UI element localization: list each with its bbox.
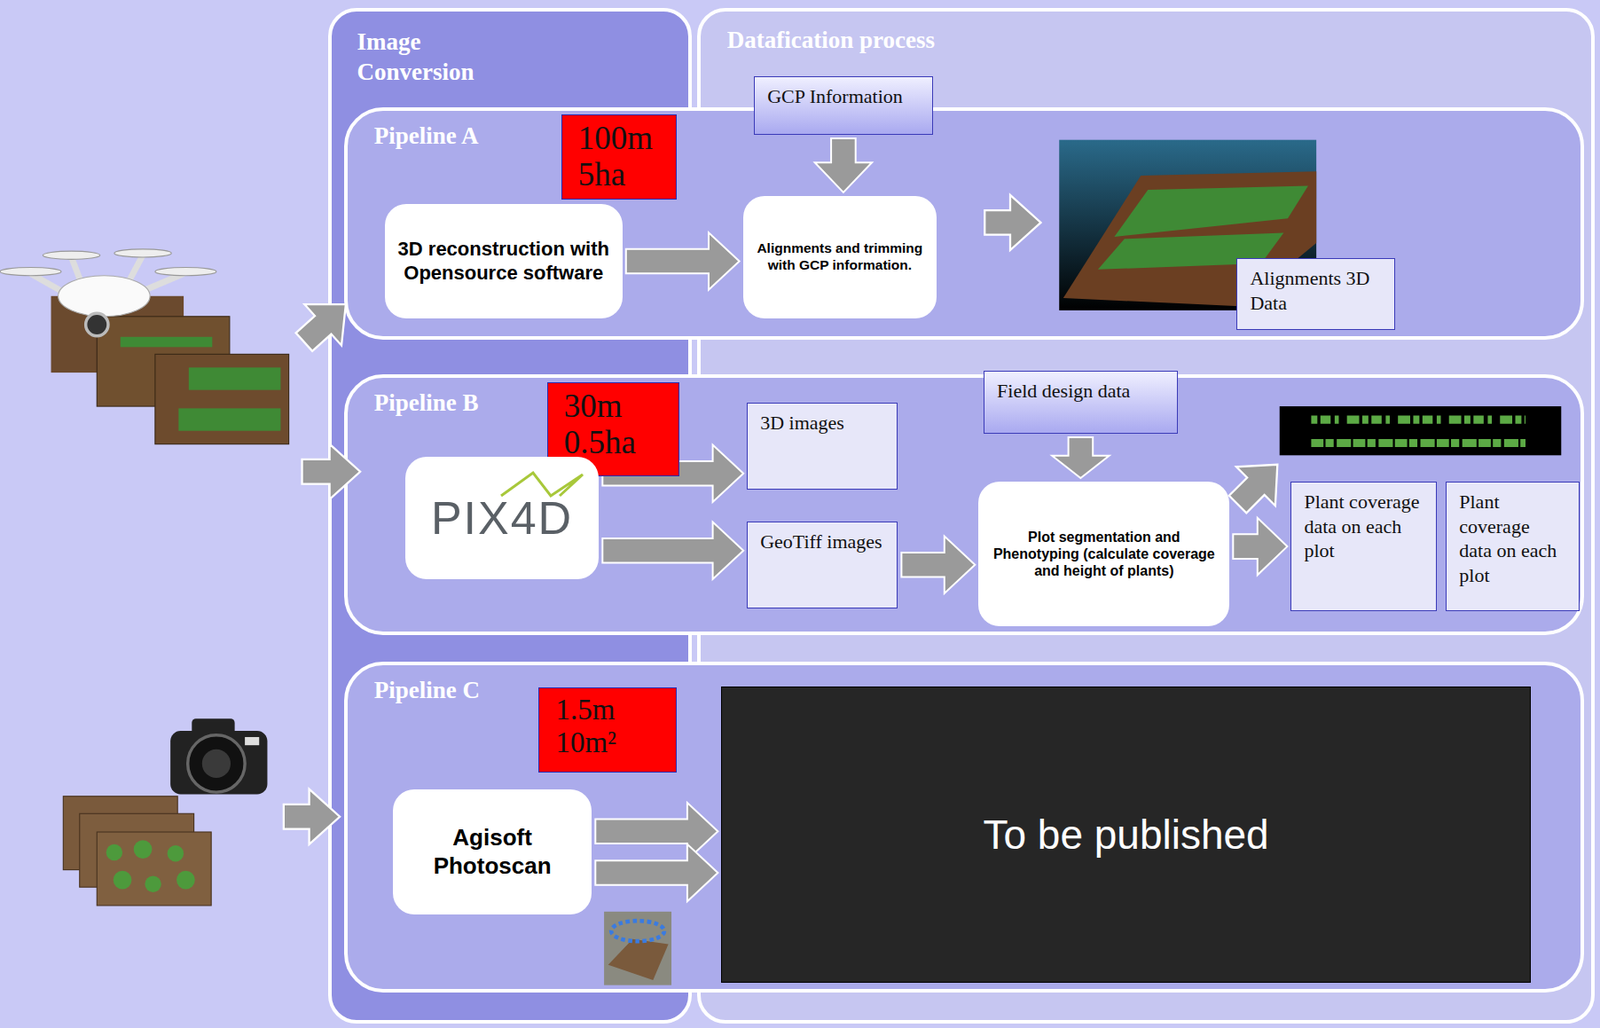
block-arrow bbox=[815, 138, 872, 193]
section-title: Image Conversion bbox=[331, 11, 474, 88]
flow-arrows bbox=[283, 195, 1297, 845]
image-frame bbox=[1279, 406, 1562, 455]
logo-mark bbox=[501, 472, 583, 496]
box-text: Field design data bbox=[996, 379, 1130, 402]
drone-arm bbox=[31, 273, 63, 291]
block-arrow bbox=[302, 444, 361, 500]
data-note: Field design data bbox=[983, 370, 1178, 434]
camera-flash bbox=[244, 737, 259, 746]
section-title: Datafication process bbox=[700, 11, 1592, 56]
box-text: PIX4D bbox=[431, 490, 573, 546]
photo bbox=[155, 353, 290, 444]
drone-arm bbox=[142, 273, 184, 291]
process-box: Agisoft Photoscan bbox=[392, 789, 592, 914]
drone bbox=[0, 249, 217, 337]
box-text: Plant coverage data on each plot bbox=[1458, 490, 1557, 587]
block-arrow bbox=[602, 445, 744, 502]
block-arrow bbox=[1218, 445, 1298, 525]
crop-row bbox=[188, 367, 282, 390]
drone-body bbox=[58, 275, 151, 317]
drone-photos bbox=[51, 296, 290, 445]
box-text: 3D reconstruction with Opensource softwa… bbox=[395, 237, 612, 285]
photoscan-thumbnail bbox=[603, 911, 672, 986]
block-arrow bbox=[901, 536, 975, 594]
block-arrow bbox=[595, 802, 718, 861]
block-arrow bbox=[626, 232, 740, 290]
box-text: Plot segmentation and Phenotyping (calcu… bbox=[988, 528, 1219, 581]
plant bbox=[106, 844, 123, 861]
box-text: Alignments and trimming with GCP informa… bbox=[753, 240, 927, 274]
plant bbox=[176, 870, 196, 890]
block-arrow bbox=[595, 844, 718, 902]
data-note: Plant coverage data on each plot bbox=[1290, 481, 1437, 612]
pipeline-band: Pipeline A100m 5ha 3D reconstruction with… bbox=[344, 107, 1585, 340]
data-note: 3D images bbox=[746, 402, 898, 490]
plant-row bbox=[1310, 415, 1526, 424]
block-arrow bbox=[1051, 437, 1109, 479]
rotor bbox=[42, 250, 100, 259]
block-arrow bbox=[283, 789, 340, 845]
process-box: Alignments and trimming with GCP informa… bbox=[743, 196, 938, 319]
block-arrow bbox=[1232, 517, 1287, 575]
data-note: GCP Information bbox=[753, 76, 933, 135]
rotor bbox=[155, 267, 217, 276]
plant bbox=[144, 876, 161, 893]
process-box: Plot segmentation and Phenotyping (calcu… bbox=[978, 481, 1230, 627]
scale-tag: 1.5m 10m² bbox=[538, 687, 676, 772]
image-frame bbox=[1058, 140, 1317, 311]
box-text: Alignments 3D Data bbox=[1249, 266, 1370, 314]
pipeline-band: Pipeline C1.5m 10m²Agisoft PhotoscanTo b… bbox=[344, 661, 1585, 994]
camera-lens bbox=[202, 749, 231, 778]
rotor bbox=[0, 267, 62, 276]
box-text: 100m 5ha bbox=[578, 120, 653, 193]
data-note: Alignments 3D Data bbox=[1236, 258, 1395, 330]
coverage-strip-image bbox=[1279, 406, 1562, 455]
plant-photos bbox=[62, 796, 212, 906]
plant-row bbox=[1310, 439, 1526, 448]
crop-strip bbox=[1098, 232, 1284, 269]
box-text: 30m 0.5ha bbox=[564, 388, 636, 461]
field-plot bbox=[1063, 171, 1317, 306]
camera-ring bbox=[611, 920, 665, 942]
block-arrow bbox=[602, 522, 744, 580]
data-note: GeoTiff images bbox=[746, 521, 898, 609]
data-note: Plant coverage data on each plot bbox=[1445, 481, 1580, 612]
section-title: Pipeline B bbox=[347, 377, 1581, 419]
box-text: Plant coverage data on each plot bbox=[1303, 490, 1420, 562]
block-arrow bbox=[984, 195, 1041, 251]
scale-tag: 100m 5ha bbox=[561, 114, 677, 201]
box-text: 3D images bbox=[760, 411, 845, 434]
box-text: Agisoft Photoscan bbox=[403, 823, 581, 879]
rotor bbox=[114, 249, 172, 258]
box-text: 1.5m 10m² bbox=[555, 693, 617, 759]
ground bbox=[608, 939, 669, 981]
box-text: To be published bbox=[982, 810, 1269, 859]
box-text: GCP Information bbox=[767, 85, 903, 108]
pipeline-band: Pipeline B30m 0.5haPIX4D 3D imagesGeoTiff… bbox=[344, 374, 1585, 635]
crop-strip bbox=[1113, 185, 1309, 237]
block-arrow bbox=[285, 283, 365, 363]
camera bbox=[170, 718, 267, 794]
pointcloud-image bbox=[1058, 140, 1317, 311]
process-box: PIX4D bbox=[405, 456, 600, 580]
crop-row bbox=[178, 407, 281, 431]
camera-body bbox=[170, 730, 267, 794]
image-frame bbox=[603, 911, 672, 986]
process-box: 3D reconstruction with Opensource softwa… bbox=[384, 203, 623, 319]
section-title: Pipeline A bbox=[347, 110, 1581, 152]
camera-lens bbox=[188, 735, 245, 793]
box-text: GeoTiff images bbox=[760, 530, 883, 553]
plant bbox=[133, 839, 153, 859]
placeholder-box: To be published bbox=[721, 686, 1530, 983]
plant bbox=[113, 870, 133, 890]
drone-camera bbox=[86, 313, 109, 336]
crop-row bbox=[120, 337, 213, 348]
plant bbox=[167, 845, 184, 862]
photo bbox=[96, 831, 212, 906]
